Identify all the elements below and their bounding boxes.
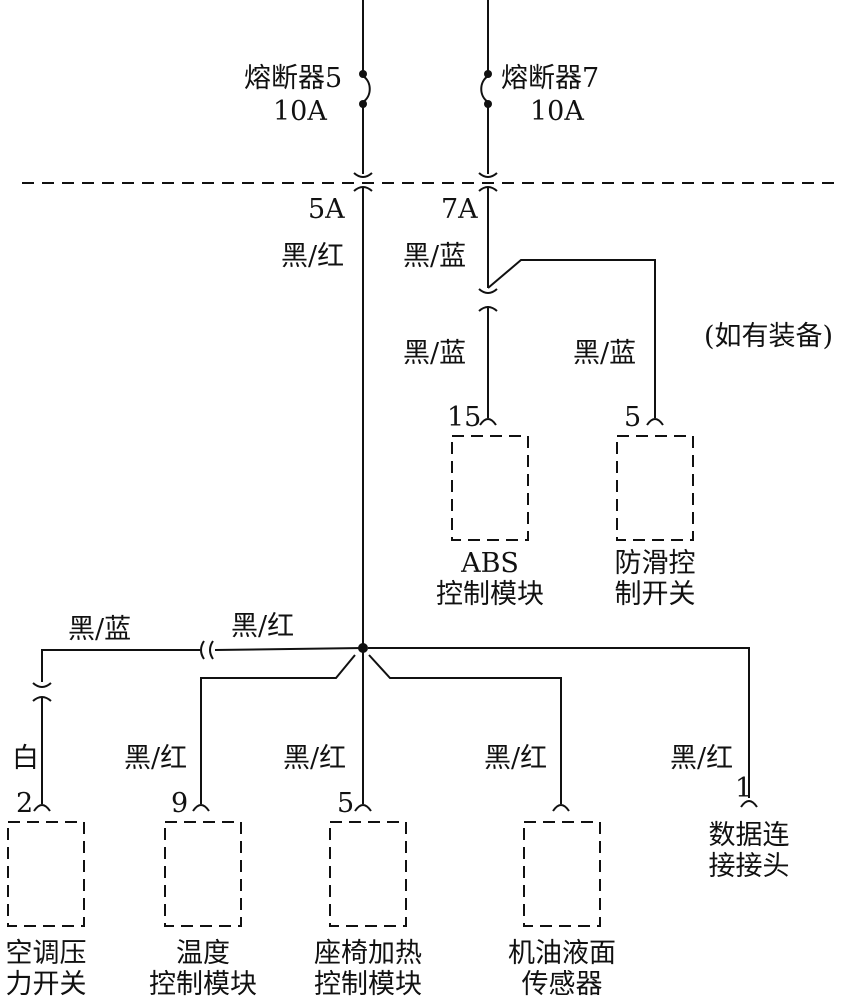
ac-switch-label-line2: 力开关 [5, 969, 87, 1000]
skid-feed-label: 黑/蓝 [573, 338, 637, 369]
main-red-wire-label: 黑/红 [281, 241, 345, 272]
dlc-label-line1: 数据连 [708, 820, 790, 851]
ac-red-wire-label: 黑/红 [231, 611, 295, 642]
oil-pin [552, 804, 570, 812]
temp-module-label-line2: 控制模块 [149, 969, 257, 1000]
seat-module-label: 座椅加热 控制模块 [298, 938, 438, 1000]
skid-pin-number: 5 [624, 402, 642, 433]
temp-wire-label: 黑/红 [124, 743, 188, 774]
temp-module-box [164, 821, 242, 927]
temp-module-label: 温度 控制模块 [128, 938, 278, 1000]
temp-pin-number: 9 [171, 788, 189, 819]
ac-pin-number: 2 [16, 788, 34, 819]
fuse5-bottom-terminal [359, 100, 367, 108]
connector-5a [353, 172, 373, 192]
oil-sensor-label-line1: 机油液面 [508, 938, 616, 969]
ac-inline-connector [200, 640, 214, 660]
seat-module-label-line1: 座椅加热 [314, 938, 422, 969]
abs-module-label-line1: ABS [461, 548, 519, 579]
fuse5-name: 熔断器5 [244, 63, 343, 94]
fuse7-element [480, 75, 489, 103]
ac-pin-2 [33, 804, 51, 812]
connector-7a [478, 172, 498, 192]
dlc-label-line2: 接接头 [708, 851, 790, 882]
skid-switch-label: 防滑控 制开关 [582, 548, 728, 610]
skid-pin-5 [646, 418, 664, 426]
abs-pin-15 [479, 418, 497, 426]
optional-equipment-note: (如有装备) [704, 321, 834, 352]
oil-wire-label: 黑/红 [484, 743, 548, 774]
seat-module-box [329, 821, 407, 927]
oil-sensor-label-line2: 传感器 [521, 969, 603, 1000]
abs-feed-top-label: 黑/蓝 [403, 241, 467, 272]
terminal-7a-label: 7A [441, 194, 478, 225]
abs-module-box [451, 435, 529, 541]
fuse5-top-terminal [359, 70, 367, 78]
skid-switch-box [616, 435, 694, 541]
fuse7-top-terminal [484, 70, 492, 78]
temp-pin-9 [192, 804, 210, 812]
seat-module-label-line2: 控制模块 [314, 969, 422, 1000]
skid-switch-label-line2: 制开关 [614, 579, 696, 610]
abs-module-label-line2: 控制模块 [436, 579, 544, 610]
dlc-label: 数据连 接接头 [684, 820, 814, 882]
ac-blue-wire [41, 649, 200, 682]
dlc-wire [368, 647, 750, 798]
fuse5-rating: 10A [273, 96, 327, 127]
dlc-pin-number: 1 [735, 773, 753, 804]
skid-switch-label-line1: 防滑控 [614, 548, 696, 579]
abs-pin-number: 15 [447, 402, 482, 433]
temp-module-label-line1: 温度 [176, 938, 230, 969]
skid-branch-wire [487, 259, 656, 418]
ac-switch-label: 空调压 力开关 [0, 938, 92, 1000]
temp-wire [200, 654, 356, 804]
ac-switch-label-line1: 空调压 [5, 938, 87, 969]
seat-pin-5 [354, 804, 372, 812]
oil-sensor-box [523, 821, 601, 927]
ac-white-wire-label: 白 [12, 743, 39, 774]
abs-feed-lower-label: 黑/蓝 [403, 338, 467, 369]
fuse7-bottom-terminal [484, 100, 492, 108]
ac-switch-box [7, 821, 85, 927]
terminal-5a-label: 5A [308, 194, 345, 225]
oil-sensor-label: 机油液面 传感器 [492, 938, 632, 1000]
oil-wire [368, 654, 562, 804]
ac-white-connector [32, 682, 52, 702]
fuse5-element [362, 75, 371, 103]
fuse7-rating: 10A [530, 96, 584, 127]
seat-wire-label: 黑/红 [283, 743, 347, 774]
dlc-wire-label: 黑/红 [670, 743, 734, 774]
ac-blue-wire-label: 黑/蓝 [68, 614, 132, 645]
fuse7-name: 熔断器7 [501, 63, 600, 94]
ac-red-wire [214, 647, 364, 651]
dlc-pin-1 [740, 800, 758, 808]
abs-module-label: ABS 控制模块 [412, 548, 568, 610]
seat-pin-number: 5 [337, 788, 355, 819]
